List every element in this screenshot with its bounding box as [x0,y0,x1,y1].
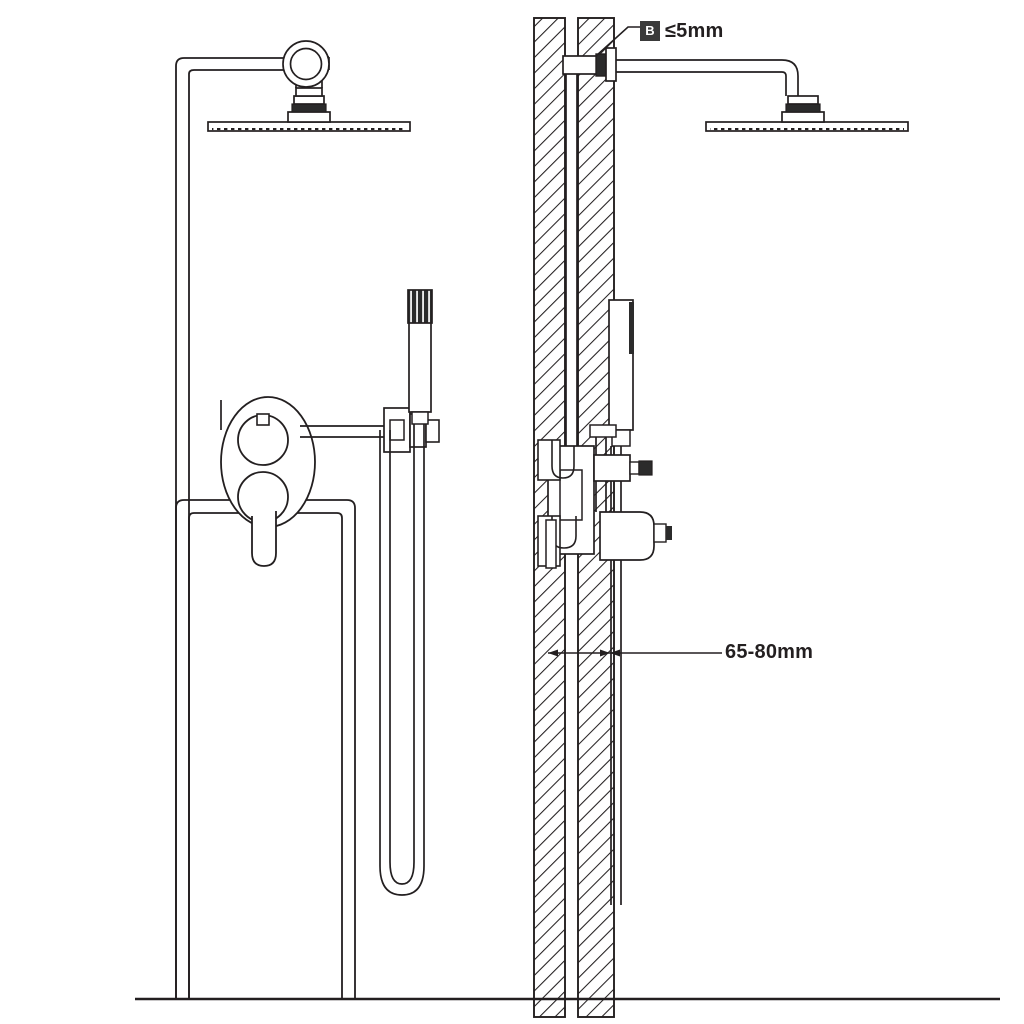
shower-enclosure-glass [175,57,306,999]
hand-shower-section [608,299,634,447]
shower-arm-section [616,59,799,96]
lever-handle [237,471,289,567]
rain-shower-head-section [705,95,909,132]
concealed-valve-body [537,424,672,569]
dimension-depth [548,649,722,657]
wall-outlet-fitting [562,47,617,82]
hand-shower-hose [379,424,425,896]
callout-b-badge: B [640,21,660,41]
diverter-knob [237,413,289,466]
callout-b-label: ≤5mm [665,20,724,42]
bath-panel [175,499,356,999]
callout-b-leader [595,26,640,57]
outlet-pipe-horizontal [300,425,386,438]
hand-shower [407,289,433,425]
riser-pipe-in-wall [565,70,578,455]
rain-shower-head [207,87,411,132]
wall-flange [282,40,330,88]
dimension-depth-label: 65-80mm [725,641,814,663]
